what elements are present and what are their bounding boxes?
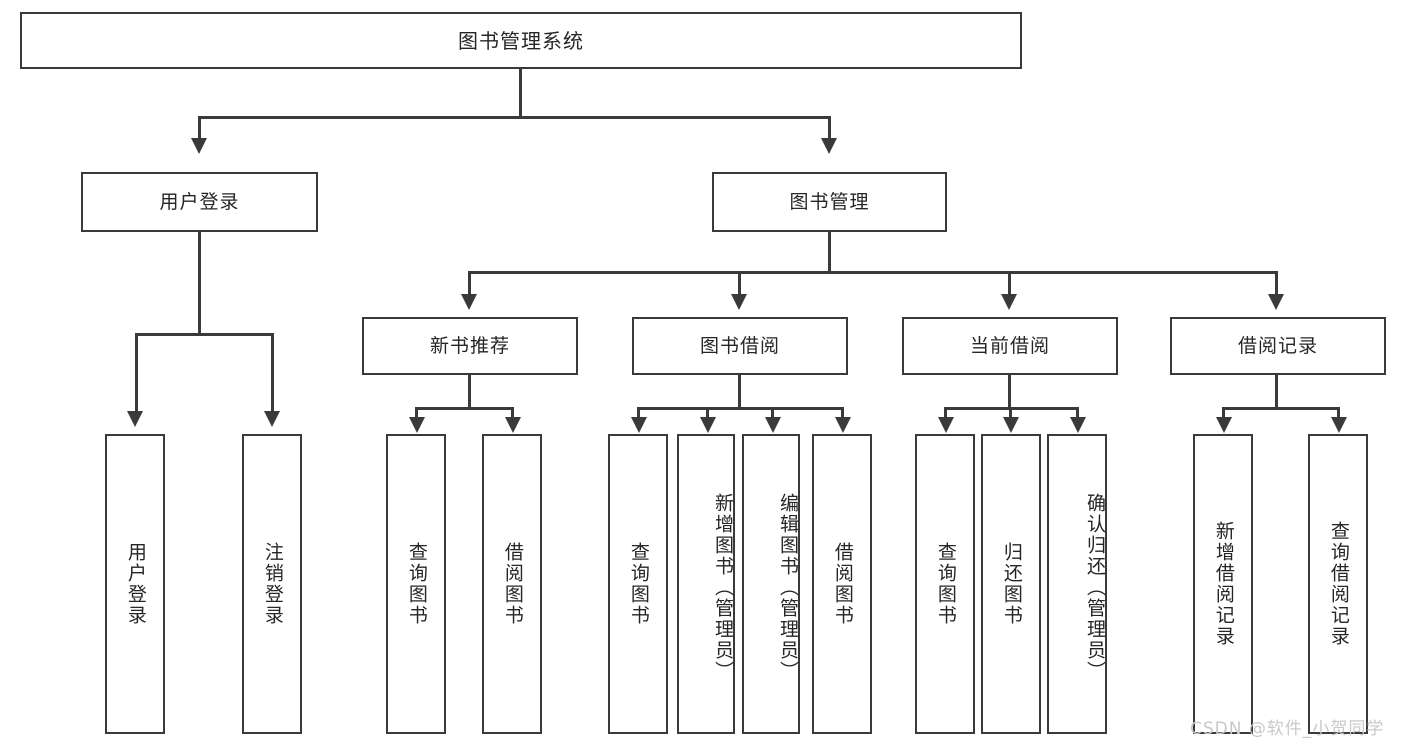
leaf-query-book-1[interactable]: 查询图书 bbox=[386, 434, 446, 734]
arrowhead-user-login bbox=[191, 138, 207, 154]
leaf-logout[interactable]: 注销登录 bbox=[242, 434, 302, 734]
connector-book-management-stem bbox=[828, 232, 831, 273]
connector-drop-confirm-return bbox=[1076, 407, 1079, 419]
leaf-edit-book[interactable]: 编辑图书（管理员） bbox=[742, 434, 800, 734]
connector-user-login-stem bbox=[198, 232, 201, 335]
leaf-borrow-book-1[interactable]: 借阅图书 bbox=[482, 434, 542, 734]
connector-drop-leaf-user-login bbox=[135, 333, 138, 413]
arrowhead-add-book bbox=[700, 417, 716, 433]
arrowhead-current-borrow bbox=[1001, 294, 1017, 310]
connector-drop-book-management bbox=[828, 116, 831, 140]
arrowhead-query-record bbox=[1331, 417, 1347, 433]
arrowhead-edit-book bbox=[765, 417, 781, 433]
connector-book-borrow-stem bbox=[738, 375, 741, 410]
connector-drop-add-record bbox=[1222, 407, 1225, 419]
arrowhead-confirm-return bbox=[1070, 417, 1086, 433]
leaf-add-record[interactable]: 新增借阅记录 bbox=[1193, 434, 1253, 734]
connector-drop-user-login bbox=[198, 116, 201, 140]
connector-drop-leaf-logout bbox=[271, 333, 274, 413]
node-new-book-recommend[interactable]: 新书推荐 bbox=[362, 317, 578, 375]
connector-drop-add-book bbox=[706, 407, 709, 419]
arrowhead-leaf-user-login bbox=[127, 411, 143, 427]
connector-book-borrow-bus bbox=[637, 407, 843, 410]
leaf-add-book[interactable]: 新增图书（管理员） bbox=[677, 434, 735, 734]
leaf-borrow-book-2[interactable]: 借阅图书 bbox=[812, 434, 872, 734]
connector-borrow-record-stem bbox=[1275, 375, 1278, 410]
node-current-borrow[interactable]: 当前借阅 bbox=[902, 317, 1118, 375]
node-book-management[interactable]: 图书管理 bbox=[712, 172, 947, 232]
connector-drop-query-record bbox=[1337, 407, 1340, 419]
arrowhead-add-record bbox=[1216, 417, 1232, 433]
connector-user-login-bus bbox=[135, 333, 274, 336]
connector-current-borrow-stem bbox=[1008, 375, 1011, 410]
connector-drop-book-borrow bbox=[738, 271, 741, 296]
leaf-query-book-3[interactable]: 查询图书 bbox=[915, 434, 975, 734]
node-borrow-record[interactable]: 借阅记录 bbox=[1170, 317, 1386, 375]
connector-drop-query-book-3 bbox=[944, 407, 947, 419]
connector-drop-borrow-book-1 bbox=[511, 407, 514, 419]
arrowhead-query-book-2 bbox=[631, 417, 647, 433]
connector-drop-query-book-1 bbox=[415, 407, 418, 419]
connector-new-book-recommend-stem bbox=[468, 375, 471, 410]
connector-drop-borrow-book-2 bbox=[841, 407, 844, 419]
arrowhead-borrow-book-2 bbox=[835, 417, 851, 433]
leaf-confirm-return[interactable]: 确认归还（管理员） bbox=[1047, 434, 1107, 734]
leaf-query-record[interactable]: 查询借阅记录 bbox=[1308, 434, 1368, 734]
connector-level1-bus bbox=[198, 116, 831, 119]
leaf-return-book[interactable]: 归还图书 bbox=[981, 434, 1041, 734]
connector-borrow-record-bus bbox=[1222, 407, 1339, 410]
connector-drop-edit-book bbox=[771, 407, 774, 419]
connector-drop-query-book-2 bbox=[637, 407, 640, 419]
arrowhead-query-book-3 bbox=[938, 417, 954, 433]
connector-drop-current-borrow bbox=[1008, 271, 1011, 296]
leaf-query-book-2[interactable]: 查询图书 bbox=[608, 434, 668, 734]
node-book-borrow[interactable]: 图书借阅 bbox=[632, 317, 848, 375]
leaf-user-login[interactable]: 用户登录 bbox=[105, 434, 165, 734]
connector-new-book-recommend-bus bbox=[415, 407, 513, 410]
connector-drop-return-book bbox=[1009, 407, 1012, 419]
node-root-system[interactable]: 图书管理系统 bbox=[20, 12, 1022, 69]
connector-root-stem bbox=[519, 69, 522, 118]
arrowhead-query-book-1 bbox=[409, 417, 425, 433]
arrowhead-return-book bbox=[1003, 417, 1019, 433]
arrowhead-book-borrow bbox=[731, 294, 747, 310]
connector-drop-new-book-recommend bbox=[468, 271, 471, 296]
node-user-login[interactable]: 用户登录 bbox=[81, 172, 318, 232]
connector-level2-bus bbox=[468, 271, 1278, 274]
arrowhead-borrow-record bbox=[1268, 294, 1284, 310]
arrowhead-new-book-recommend bbox=[461, 294, 477, 310]
arrowhead-book-management bbox=[821, 138, 837, 154]
arrowhead-leaf-logout bbox=[264, 411, 280, 427]
connector-drop-borrow-record bbox=[1275, 271, 1278, 296]
arrowhead-borrow-book-1 bbox=[505, 417, 521, 433]
